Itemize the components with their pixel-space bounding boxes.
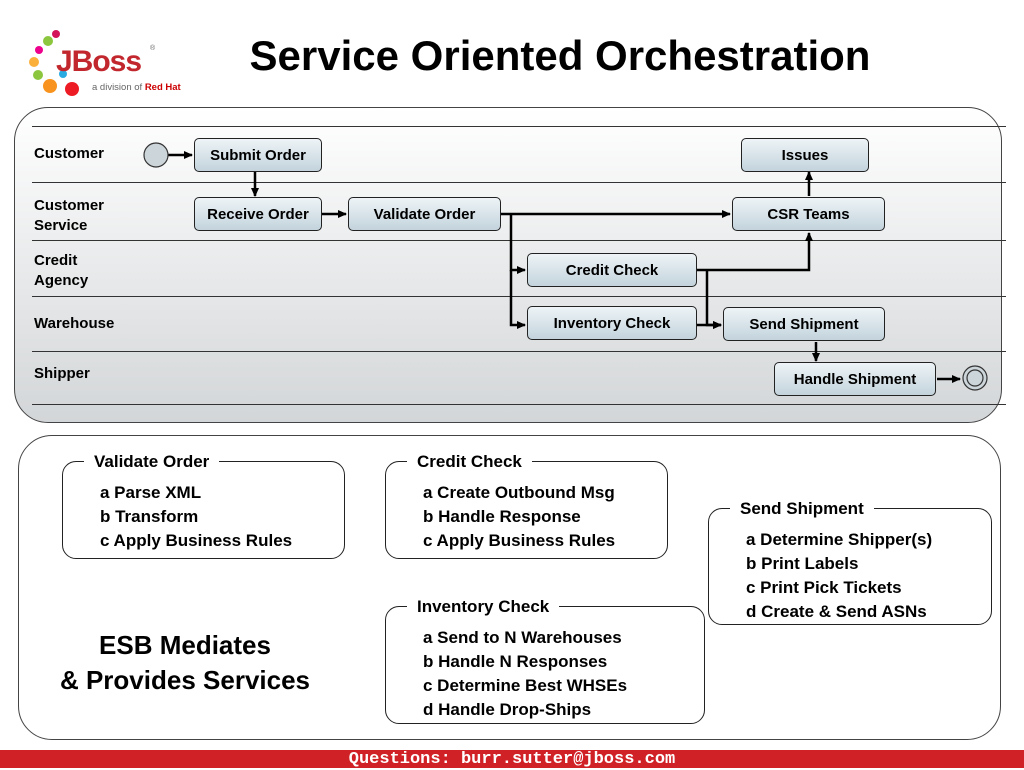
- esb-caption-line2: & Provides Services: [59, 665, 311, 695]
- lane-divider: [32, 404, 1006, 405]
- service-title-send-shipment: Send Shipment: [730, 499, 874, 519]
- footer-contact: Questions: burr.sutter@jboss.com: [0, 750, 1024, 769]
- esb-caption: ESB Mediates & Provides Services: [30, 628, 340, 698]
- service-steps-validate-order: a Parse XML b Transform c Apply Business…: [100, 481, 292, 553]
- box-send-shipment: Send Shipment: [723, 307, 885, 341]
- service-step: c Determine Best WHSEs: [423, 676, 628, 695]
- service-step: a Send to N Warehouses: [423, 628, 622, 647]
- service-step: c Print Pick Tickets: [746, 578, 902, 597]
- lane-label-shipper: Shipper: [34, 365, 90, 382]
- lane-label-credit-agency: Credit Agency: [34, 252, 89, 289]
- lane-label-warehouse: Warehouse: [34, 315, 115, 332]
- logo-tagline-brand: Red Hat: [145, 82, 182, 93]
- logo-dots-icon: [29, 30, 79, 96]
- box-issues: Issues: [741, 138, 869, 172]
- service-step: d Handle Drop-Ships: [423, 700, 592, 719]
- lane-divider: [32, 240, 1006, 241]
- lane-divider: [32, 182, 1006, 183]
- service-step: c Apply Business Rules: [423, 531, 616, 550]
- lane-label-customer: Customer: [34, 145, 105, 162]
- service-step: b Transform: [100, 507, 199, 526]
- svg-text:®: ®: [150, 44, 156, 52]
- service-step: b Handle N Responses: [423, 652, 608, 671]
- lane-label-customer-service: Customer Service: [34, 197, 105, 234]
- service-step: a Create Outbound Msg: [423, 483, 615, 502]
- service-step: d Create & Send ASNs: [746, 602, 927, 621]
- service-step: c Apply Business Rules: [100, 531, 293, 550]
- box-handle-shipment: Handle Shipment: [774, 362, 936, 396]
- service-step: a Determine Shipper(s): [746, 530, 933, 549]
- logo-brand: JBoss: [56, 45, 141, 78]
- service-card-send-shipment: [708, 508, 992, 625]
- box-validate-order: Validate Order: [348, 197, 501, 231]
- esb-caption-line1: ESB Mediates: [99, 630, 271, 660]
- lane-divider: [32, 296, 1006, 297]
- service-title-inventory-check: Inventory Check: [407, 597, 560, 617]
- svg-text:a division of Red Hat: a division of Red Hat: [92, 82, 182, 93]
- jboss-logo: JBoss ® a division of Red Hat: [29, 30, 182, 96]
- logo-tagline-prefix: a division of: [92, 82, 143, 93]
- service-card-validate-order: [62, 461, 345, 559]
- box-receive-order: Receive Order: [194, 197, 322, 231]
- service-card-inventory-check: [385, 606, 705, 724]
- lane-divider: [32, 126, 1006, 127]
- box-csr-teams: CSR Teams: [732, 197, 885, 231]
- box-inventory-check: Inventory Check: [527, 306, 697, 340]
- box-credit-check: Credit Check: [527, 253, 697, 287]
- page-title: Service Oriented Orchestration: [249, 32, 871, 79]
- service-steps-inventory-check: a Send to N Warehouses b Handle N Respon…: [423, 626, 627, 722]
- service-steps-credit-check: a Create Outbound Msg b Handle Response …: [423, 481, 615, 553]
- lane-divider: [32, 351, 1006, 352]
- service-step: b Handle Response: [423, 507, 581, 526]
- service-step: a Parse XML: [100, 483, 202, 502]
- service-step: b Print Labels: [746, 554, 859, 573]
- service-steps-send-shipment: a Determine Shipper(s) b Print Labels c …: [746, 528, 932, 624]
- box-submit-order: Submit Order: [194, 138, 322, 172]
- service-title-credit-check: Credit Check: [407, 452, 532, 472]
- service-title-validate-order: Validate Order: [84, 452, 220, 472]
